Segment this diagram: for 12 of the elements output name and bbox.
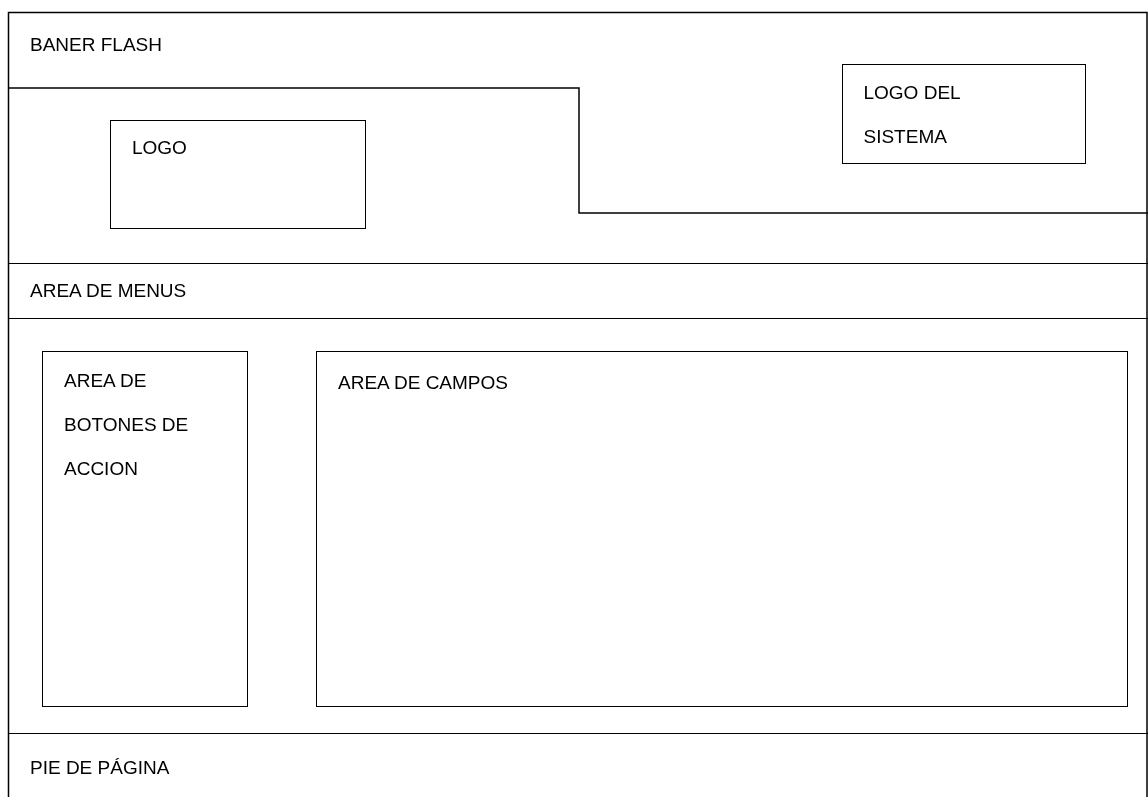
wireframe-box [841, 63, 1086, 164]
action-buttons-area [42, 351, 248, 707]
area-label: BANER FLASH [30, 33, 162, 57]
area-label: PIE DE PÁGINA [30, 756, 170, 780]
wireframe-box [110, 120, 366, 229]
area-label: AREA DE BOTONES DE ACCION [64, 369, 190, 481]
area-label: AREA DE MENUS [30, 279, 187, 303]
area-label: AREA DE CAMPOS [338, 371, 508, 395]
area-label: LOGO [132, 136, 187, 160]
area-label: LOGO DEL SISTEMA [863, 80, 961, 149]
fields-area [316, 351, 1128, 707]
menu-band [8, 263, 1148, 319]
